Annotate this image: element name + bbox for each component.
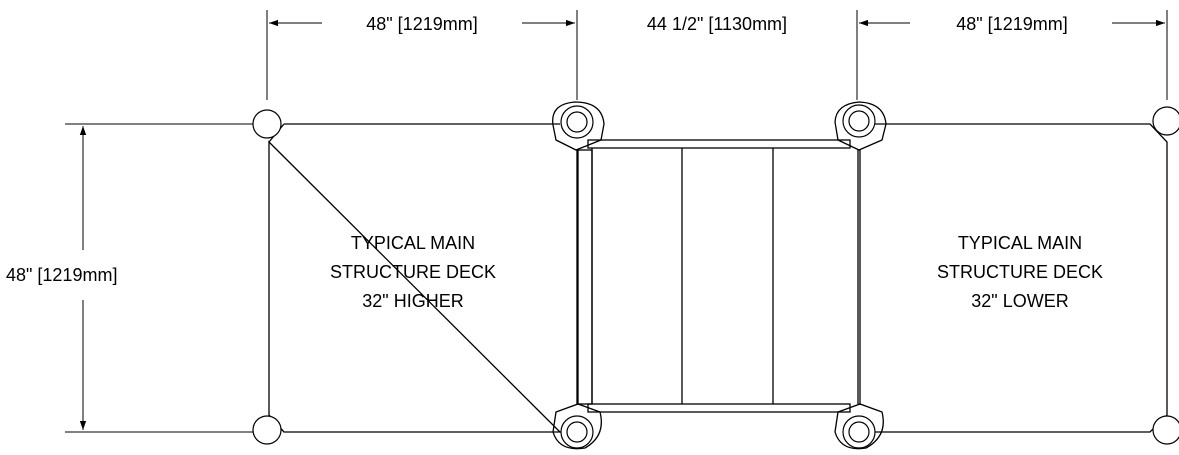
right-deck-label-line1: TYPICAL MAIN: [958, 233, 1082, 253]
dimension-middle-span-label: 44 1/2" [1130mm]: [647, 14, 787, 34]
right-deck: TYPICAL MAIN STRUCTURE DECK 32" LOWER: [859, 106, 1179, 445]
stair-post-bottom-left: [552, 403, 602, 450]
stair-section: [577, 139, 859, 413]
left-deck-label-line3: 32" HIGHER: [362, 291, 463, 311]
dimension-height: 48" [1219mm]: [6, 126, 117, 430]
stair-post-bottom-right: [834, 403, 884, 450]
right-deck-label-line2: STRUCTURE DECK: [937, 262, 1103, 282]
dimension-left-span-label: 48" [1219mm]: [366, 14, 477, 34]
dimension-right-span: 48" [1219mm]: [859, 14, 1165, 34]
dimension-middle-span: 44 1/2" [1130mm]: [647, 14, 787, 34]
left-deck: TYPICAL MAIN STRUCTURE DECK 32" HIGHER: [252, 109, 578, 445]
stair-post-top-left: [552, 101, 605, 151]
left-deck-label-line2: STRUCTURE DECK: [330, 262, 496, 282]
post-right-top: [1152, 106, 1179, 136]
right-deck-label-line3: 32" LOWER: [971, 291, 1068, 311]
dimension-right-span-label: 48" [1219mm]: [956, 14, 1067, 34]
left-deck-label-line1: TYPICAL MAIN: [351, 233, 475, 253]
stair-post-top-right: [834, 101, 887, 151]
post-left-top: [252, 109, 282, 139]
post-right-bottom: [1152, 415, 1179, 445]
dimension-height-label: 48" [1219mm]: [6, 265, 117, 285]
post-left-bottom: [252, 415, 282, 445]
extension-lines: [65, 10, 1168, 433]
dimension-left-span: 48" [1219mm]: [269, 14, 575, 34]
